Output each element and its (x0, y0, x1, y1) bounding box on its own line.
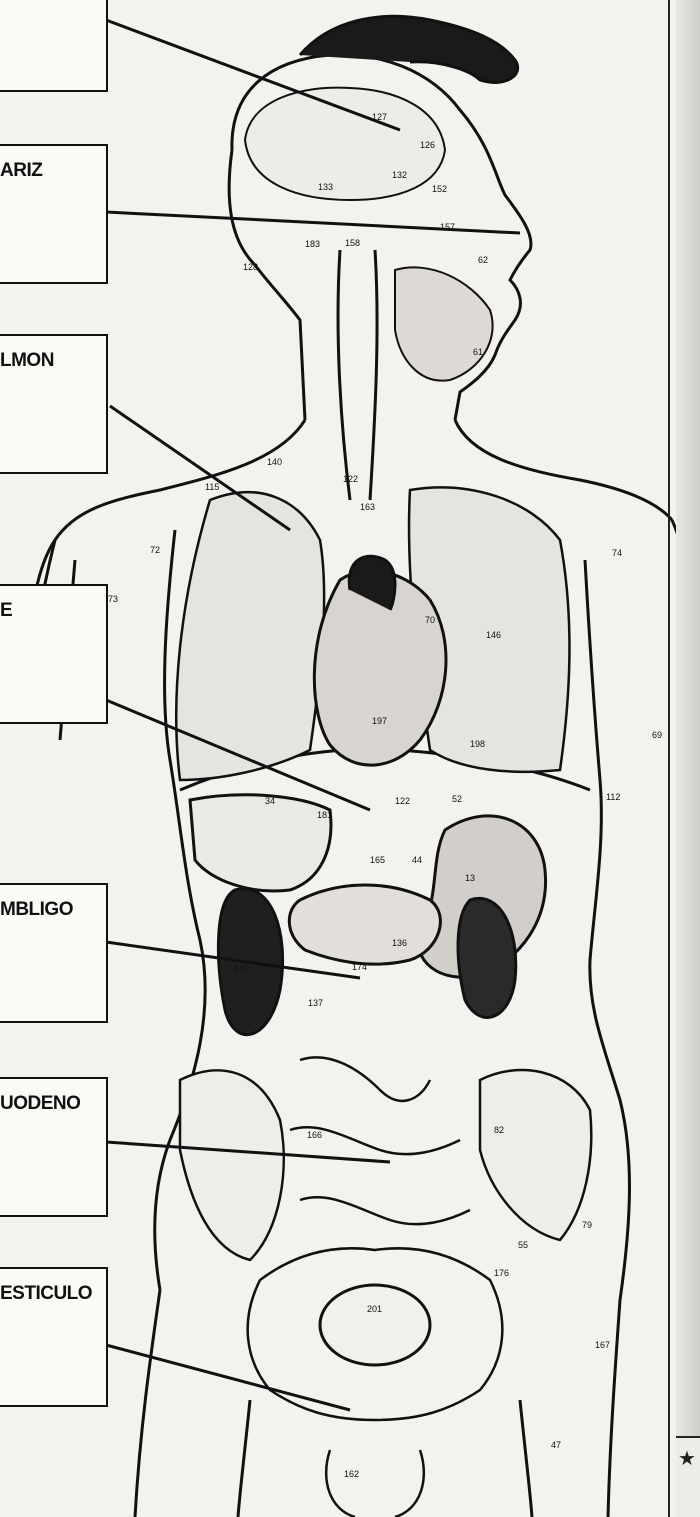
organ-number: 166 (307, 1130, 322, 1140)
organ-number: 136 (392, 938, 407, 948)
organ-number: 167 (595, 1340, 610, 1350)
organ-number: 198 (470, 739, 485, 749)
organ-number: 149 (234, 964, 249, 974)
label-box-testiculo: ESTICULO (0, 1267, 108, 1407)
hair-outline (300, 16, 518, 82)
liver (190, 795, 331, 891)
page-edge-shade (676, 0, 700, 1517)
organ-number: 13 (465, 873, 475, 883)
organ-number: 157 (440, 222, 455, 232)
organ-number: 79 (582, 1220, 592, 1230)
organ-number: 122 (343, 474, 358, 484)
organ-number: 133 (318, 182, 333, 192)
organ-number: 183 (305, 239, 320, 249)
label-duodeno: UODENO (0, 1093, 80, 1115)
organ-number: 61 (473, 347, 483, 357)
organ-number: 72 (150, 545, 160, 555)
label-box-ombligo: MBLIGO (0, 883, 108, 1023)
organ-number: 122 (395, 796, 410, 806)
organ-number: 201 (367, 1304, 382, 1314)
organ-number: 73 (108, 594, 118, 604)
organ-number: 69 (652, 730, 662, 740)
organ-number: 115 (205, 482, 219, 492)
organ-number: 126 (420, 140, 435, 150)
label-box-pulmon: LMON (0, 334, 108, 474)
organ-number: 165 (370, 855, 385, 865)
bladder (320, 1285, 430, 1365)
label-box-duodeno: UODENO (0, 1077, 108, 1217)
right-hip-muscle (480, 1070, 591, 1240)
organ-number: 152 (432, 184, 447, 194)
organ-number: 127 (372, 112, 387, 122)
organ-number: 47 (551, 1440, 561, 1450)
organ-number: 34 (265, 796, 275, 806)
left-leg (135, 1290, 250, 1517)
label-ombligo: MBLIGO (0, 899, 73, 921)
organ-number: 112 (606, 792, 620, 802)
organ-number: 197 (372, 716, 387, 726)
organ-number: 128 (243, 262, 258, 272)
label-nariz: ARIZ (0, 160, 42, 182)
label-box-e: E (0, 584, 108, 724)
brain (245, 88, 445, 200)
label-pulmon: LMON (0, 350, 54, 372)
organ-number: 70 (425, 615, 435, 625)
page-border-line (668, 0, 670, 1517)
organ-number: 176 (494, 1268, 509, 1278)
organ-number: 44 (412, 855, 422, 865)
organ-number: 162 (344, 1469, 359, 1479)
star-icon: ★ (678, 1448, 696, 1468)
organ-number: 132 (392, 170, 407, 180)
leader-line-pulmon (110, 406, 290, 530)
organ-number: 82 (494, 1125, 504, 1135)
organ-number: 55 (518, 1240, 528, 1250)
intestines (290, 1057, 470, 1224)
testicles (326, 1450, 424, 1517)
right-torso-side (585, 560, 629, 1300)
organ-number: 74 (612, 548, 622, 558)
pancreas (289, 885, 440, 964)
label-e: E (0, 600, 12, 622)
organ-number: 137 (308, 998, 323, 1008)
label-box-top (0, 0, 108, 92)
organ-number: 163 (360, 502, 375, 512)
mouth-cavity (395, 267, 493, 380)
left-lung (176, 492, 324, 780)
right-leg (520, 1300, 620, 1517)
leader-line-testiculo (106, 1345, 350, 1410)
organ-number: 158 (345, 238, 360, 248)
label-testiculo: ESTICULO (0, 1283, 92, 1305)
organ-number: 181 (317, 810, 332, 820)
leader-line-nariz (106, 212, 520, 233)
organ-number: 146 (486, 630, 501, 640)
organ-number: 62 (478, 255, 488, 265)
label-box-nariz: ARIZ (0, 144, 108, 284)
left-hip-muscle (180, 1070, 284, 1260)
organ-number: 174 (352, 962, 367, 972)
trachea (338, 250, 377, 500)
organ-number: 140 (267, 457, 282, 467)
organ-number: 52 (452, 794, 462, 804)
